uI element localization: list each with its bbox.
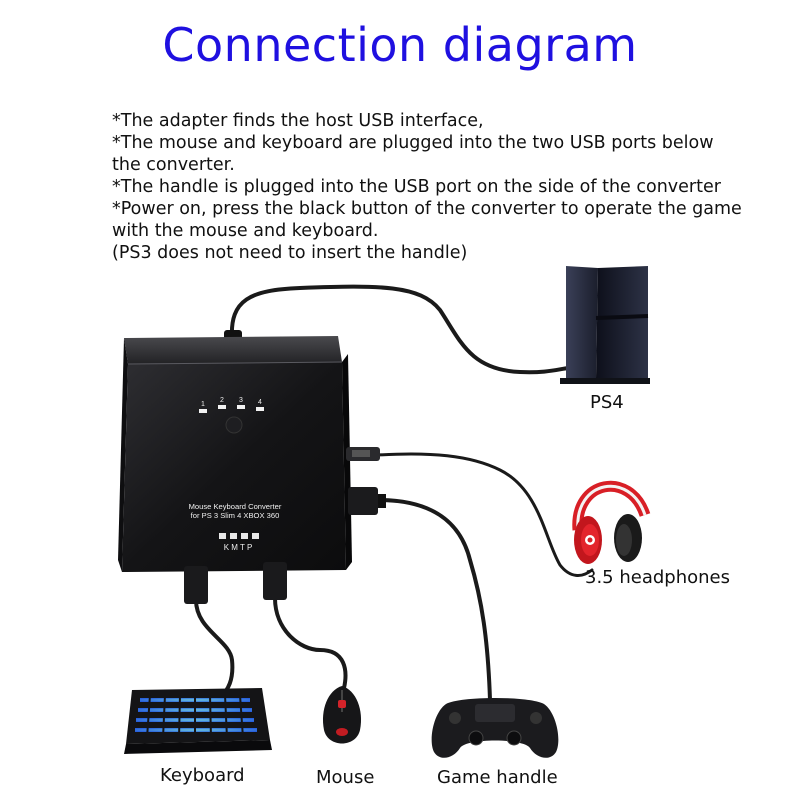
mouse-cable xyxy=(273,596,348,690)
led-number-2: 2 xyxy=(220,397,224,404)
label-ps4: PS4 xyxy=(590,392,624,413)
headphone-cable xyxy=(376,452,594,577)
converter-box xyxy=(118,336,352,572)
converter-label-line1: Mouse Keyboard Converter xyxy=(189,502,282,511)
keyboard xyxy=(124,688,272,754)
mouse xyxy=(322,686,362,744)
ps4-usb-cable xyxy=(229,284,570,375)
note-line: *Power on, press the black button of the… xyxy=(112,199,742,219)
cables xyxy=(194,284,594,702)
instructions-notes: *The adapter finds the host USB interfac… xyxy=(112,110,792,264)
label-keyboard: Keyboard xyxy=(160,765,245,786)
label-game-handle: Game handle xyxy=(437,767,558,788)
led-number-3: 3 xyxy=(239,397,243,404)
note-line: the converter. xyxy=(112,155,235,175)
note-line: *The handle is plugged into the USB port… xyxy=(112,177,721,197)
port-letters: K M T P xyxy=(224,543,253,552)
diagram-title: Connection diagram xyxy=(162,18,638,72)
keyboard-cable xyxy=(194,598,235,700)
game-controller xyxy=(431,698,559,758)
led-number-4: 4 xyxy=(258,399,262,406)
side-plugs xyxy=(346,447,386,515)
converter-label-line2: for PS 3 Slim 4 XBOX 360 xyxy=(191,511,280,520)
note-line: *The mouse and keyboard are plugged into… xyxy=(112,133,714,153)
gamepad-cable xyxy=(376,498,492,702)
headphones xyxy=(572,480,651,564)
label-headphones: 3.5 headphones xyxy=(585,567,730,588)
label-mouse: Mouse xyxy=(316,767,375,788)
bottom-plugs xyxy=(184,562,287,604)
led-number-1: 1 xyxy=(201,401,205,408)
note-line: *The adapter finds the host USB interfac… xyxy=(112,111,484,131)
note-line: (PS3 does not need to insert the handle) xyxy=(112,243,468,263)
ps4-console xyxy=(560,266,650,384)
note-line: with the mouse and keyboard. xyxy=(112,221,379,241)
